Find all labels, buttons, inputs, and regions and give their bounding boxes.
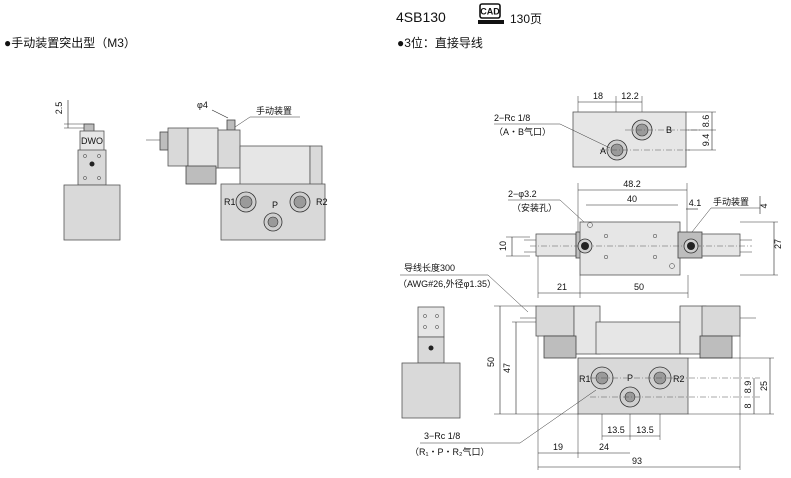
dim-phi4: φ4 [197,100,208,110]
front-port-note-2: （R₁・P・R₂气口） [410,446,490,457]
dim-24: 24 [599,442,609,452]
left-section-title: ●手动装置突出型（M3） [4,36,136,50]
top-port-b: B [666,125,672,135]
dim-21: 21 [557,282,567,292]
hole-note-2: （安装孔） [512,202,557,213]
hole-note-1: 2−φ3.2 [508,189,537,199]
model-number: 4SB130 [396,9,446,25]
middle-manual-label: 手动装置 [713,196,749,207]
left-port-p: P [272,200,278,210]
dim-8: 8 [743,403,753,408]
top-port-a: A [600,146,606,156]
dim-13-5-left: 13.5 [607,425,625,435]
svg-text:DWO: DWO [81,136,103,146]
top-view: 18 12.2 A B 8.6 9.4 2−Rc 1/8 （A・B气口） [494,91,716,168]
dim-18: 18 [593,91,603,101]
front-port-note-1: 3−Rc 1/8 [424,431,460,441]
dim-9-4: 9.4 [701,134,711,147]
lead-note-2: （AWG#26,外径φ1.35） [398,278,496,289]
dim-10: 10 [498,241,508,251]
dim-4: 4 [759,203,769,208]
dim-8-9: 8.9 [743,381,753,394]
front-view: 导线长度300 （AWG#26,外径φ1.35） R1 P R2 50 47 8… [398,262,774,470]
front-port-r1: R1 [579,374,591,384]
dim-12-2: 12.2 [621,91,639,101]
front-port-p: P [627,373,633,383]
dim-40: 40 [627,194,637,204]
cad-icon[interactable]: CAD [478,3,504,25]
dim-13-5-right: 13.5 [636,425,654,435]
dim-8-6: 8.6 [701,115,711,128]
left-end-view: 2.5 DWO [54,100,121,241]
dim-48-2: 48.2 [623,179,641,189]
dim-50-horizontal: 50 [634,282,644,292]
top-port-note-2: （A・B气口） [494,126,551,137]
left-side-view: φ4 手动装置 R1 P R2 [146,100,328,241]
left-port-r2: R2 [316,197,328,207]
cad-badge-text: CAD [480,7,500,17]
dim-4-1: 4.1 [689,198,702,208]
dim-93: 93 [632,456,642,466]
middle-view: 48.2 40 4.1 手动装置 4 2−φ3.2 （安装孔） 27 10 [498,179,783,298]
dim-25: 25 [759,381,769,391]
top-port-note-1: 2−Rc 1/8 [494,113,530,123]
dim-47: 47 [502,363,512,373]
front-port-r2: R2 [673,374,685,384]
dim-19: 19 [553,442,563,452]
left-port-r1: R1 [224,197,236,207]
right-end-view [401,306,461,419]
dim-27: 27 [773,239,783,249]
dim-2-5: 2.5 [54,102,64,115]
left-manual-label: 手动装置 [256,105,292,116]
lead-note-1: 导线长度300 [404,262,455,273]
cad-page-reference[interactable]: 130页 [510,12,543,26]
dim-50-vertical: 50 [486,357,496,367]
right-section-title: ●3位：直接导线 [397,36,483,50]
